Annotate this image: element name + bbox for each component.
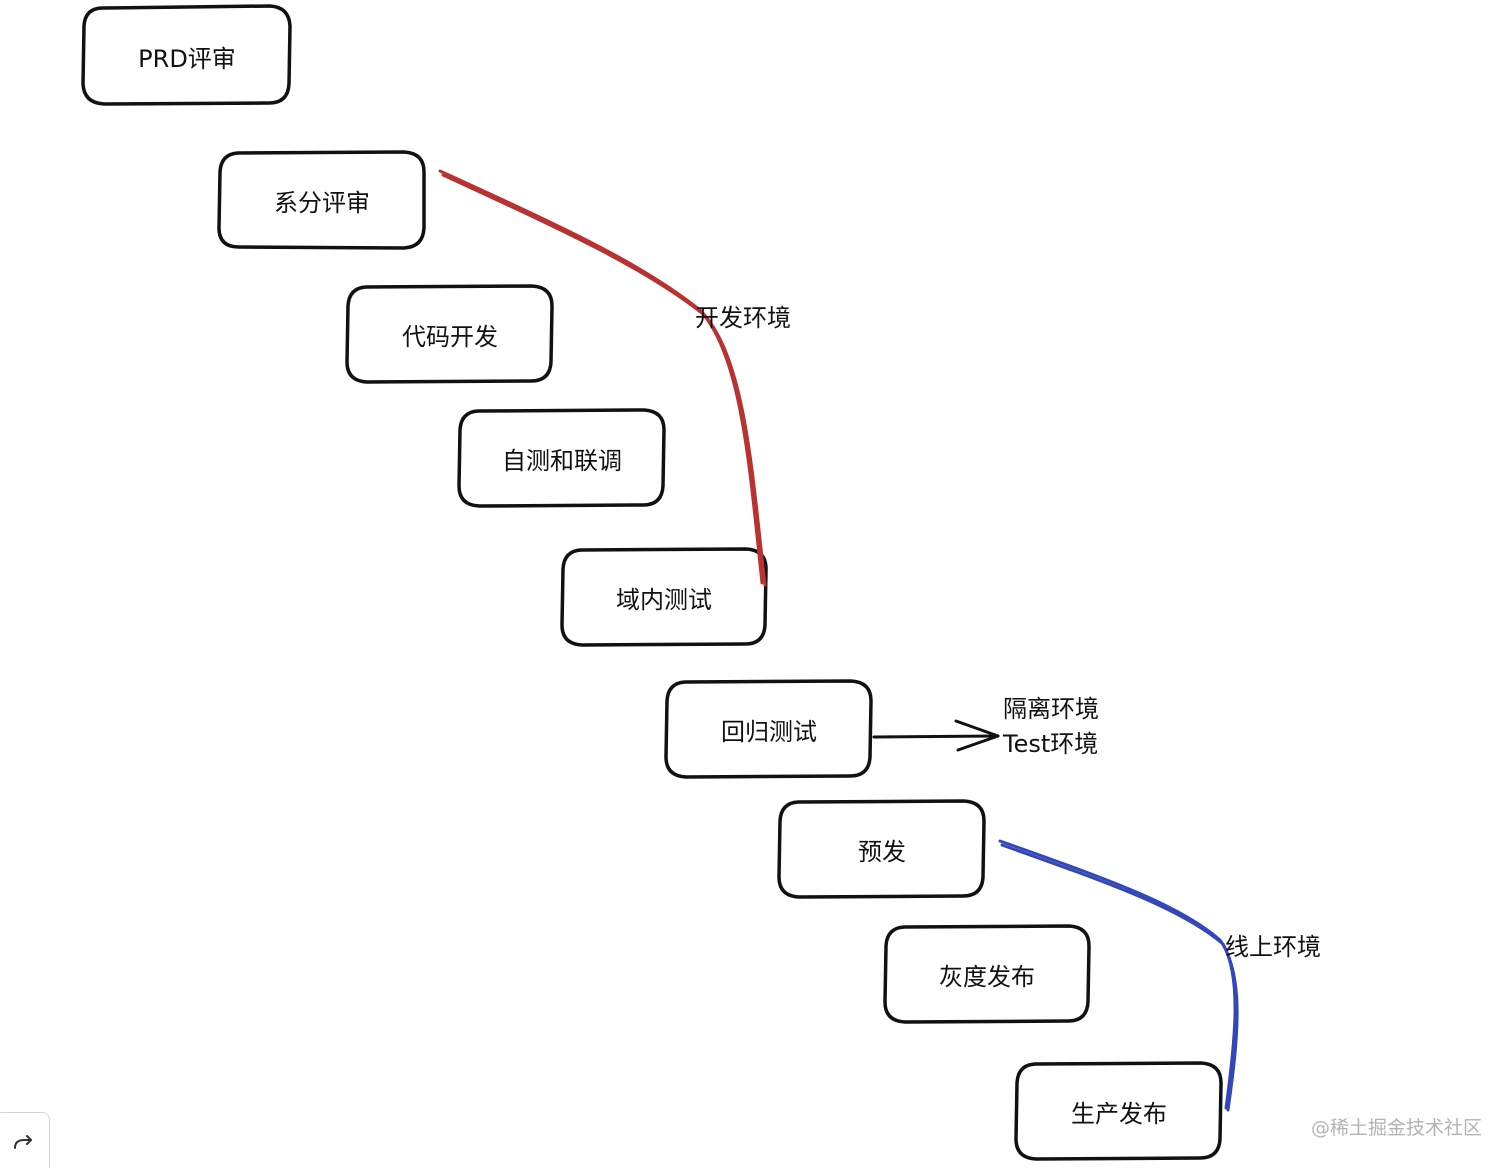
annotation-dev-env: 开发环境 bbox=[695, 304, 791, 332]
node-pre-release: 预发 bbox=[780, 802, 984, 897]
dev-env-curve bbox=[438, 169, 767, 587]
node-gray-release: 灰度发布 bbox=[885, 927, 1089, 1022]
node-box-gray-release bbox=[883, 924, 1091, 1024]
node-label-gray-release: 灰度发布 bbox=[939, 963, 1035, 991]
node-system-review: 系分评审 bbox=[220, 153, 424, 248]
node-domain-test: 域内测试 bbox=[562, 550, 766, 645]
node-box-domain-test bbox=[560, 547, 768, 647]
annotation-online-env: 线上环境 bbox=[1225, 933, 1321, 961]
node-production-release: 生产发布 bbox=[1017, 1064, 1221, 1159]
annotation-isolated-env: 隔离环境 bbox=[1003, 695, 1099, 723]
node-box-pre-release bbox=[777, 799, 986, 899]
test-env-arrow bbox=[872, 719, 1000, 752]
node-box-self-test bbox=[457, 408, 666, 508]
node-label-coding: 代码开发 bbox=[402, 323, 498, 351]
watermark: @稀土掘金技术社区 bbox=[1310, 1117, 1482, 1139]
node-box-prd-review bbox=[81, 4, 292, 106]
node-label-self-test: 自测和联调 bbox=[502, 447, 622, 475]
node-box-production-release bbox=[1014, 1061, 1223, 1161]
node-label-prd-review: PRD评审 bbox=[138, 44, 236, 73]
node-label-regression-test: 回归测试 bbox=[721, 718, 817, 746]
node-regression-test: 回归测试 bbox=[667, 682, 871, 777]
node-label-production-release: 生产发布 bbox=[1071, 1100, 1167, 1128]
node-box-coding bbox=[345, 284, 554, 384]
node-box-regression-test bbox=[664, 679, 873, 779]
online-env-curve bbox=[998, 839, 1239, 1112]
node-prd-review: PRD评审 bbox=[84, 8, 290, 104]
node-box-system-review bbox=[217, 150, 426, 250]
redo-button[interactable] bbox=[0, 1112, 50, 1168]
node-label-pre-release: 预发 bbox=[858, 838, 906, 866]
node-self-test: 自测和联调 bbox=[460, 411, 664, 506]
annotation-test-env: Test环境 bbox=[1003, 730, 1099, 758]
node-coding: 代码开发 bbox=[348, 287, 552, 382]
redo-arrow-icon bbox=[14, 1135, 32, 1149]
node-label-system-review: 系分评审 bbox=[274, 189, 370, 217]
node-label-domain-test: 域内测试 bbox=[616, 586, 712, 614]
